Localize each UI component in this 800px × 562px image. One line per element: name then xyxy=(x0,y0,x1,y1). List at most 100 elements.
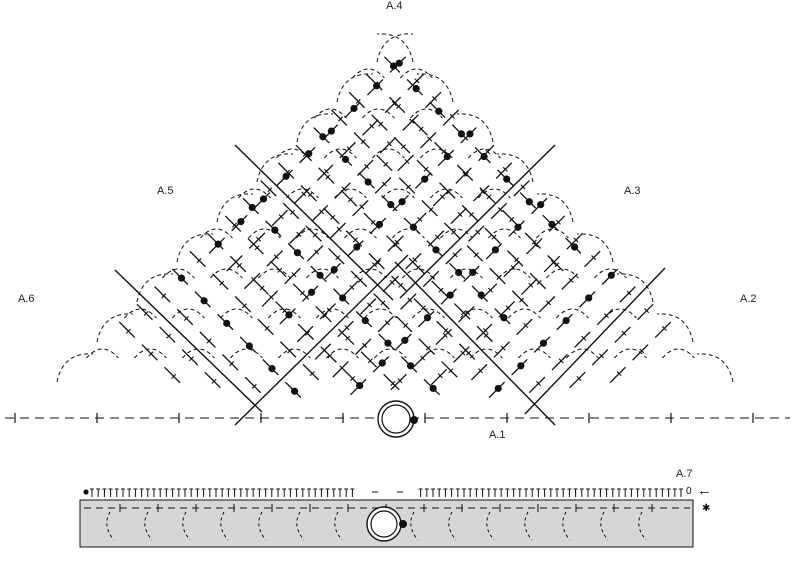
chain-arc xyxy=(410,108,443,119)
treble-stitch-bar xyxy=(545,300,551,306)
bobble-stitch xyxy=(282,172,290,180)
chain-arc xyxy=(546,268,579,279)
treble-stitch-bar xyxy=(427,136,433,142)
treble-stitch xyxy=(332,361,349,378)
treble-stitch xyxy=(489,267,506,285)
treble-stitch-bar xyxy=(148,351,154,357)
treble-stitch xyxy=(289,227,306,244)
bobble-stitch xyxy=(200,297,208,305)
label-a7: A.7 xyxy=(676,468,693,480)
treble-stitch-bar xyxy=(418,126,424,132)
treble-stitch-bar xyxy=(171,373,177,379)
a7-arc xyxy=(638,511,647,541)
bobble-stitch xyxy=(494,384,502,393)
treble-stitch xyxy=(316,164,334,182)
treble-stitch-bar xyxy=(502,166,508,172)
bobble-stitch xyxy=(491,246,499,254)
treble-stitch-bar xyxy=(384,320,390,326)
treble-stitch-bar xyxy=(383,161,389,167)
treble-stitch xyxy=(412,351,430,368)
treble-stitch xyxy=(476,325,494,343)
treble-stitch xyxy=(421,199,438,217)
treble-stitch xyxy=(271,209,288,227)
treble-stitch xyxy=(319,303,337,320)
treble-stitch xyxy=(614,326,631,343)
treble-stitch xyxy=(294,187,311,204)
treble-stitch xyxy=(222,354,239,371)
treble-stitch-bar xyxy=(268,294,274,300)
treble-stitch-bar xyxy=(321,347,327,353)
treble-stitch-bar xyxy=(352,237,358,243)
treble-stitch xyxy=(619,286,636,303)
treble-stitch-bar xyxy=(510,265,516,271)
treble-stitch xyxy=(342,368,360,386)
treble-stitch-bar xyxy=(598,353,604,359)
treble-stitch-bar xyxy=(367,358,373,364)
bobble-stitch xyxy=(432,246,440,254)
treble-stitch xyxy=(204,371,221,389)
magic-ring xyxy=(377,400,418,438)
treble-stitch-bar xyxy=(403,322,409,329)
treble-stitch xyxy=(257,318,274,336)
treble-stitch-bar xyxy=(443,327,449,333)
treble-stitch xyxy=(199,331,216,348)
bobble-stitch xyxy=(525,198,533,206)
treble-stitch-bar xyxy=(442,332,448,338)
treble-stitch xyxy=(371,114,388,131)
treble-stitch-bar xyxy=(287,348,293,354)
treble-stitch-bar xyxy=(344,325,350,331)
bobble-stitch xyxy=(406,362,415,370)
treble-stitch-bar xyxy=(441,149,447,155)
treble-stitch-bar xyxy=(621,330,627,336)
treble-stitch xyxy=(458,305,475,323)
treble-stitch xyxy=(424,91,442,109)
treble-stitch xyxy=(432,190,450,207)
row-marker-zero: 0 xyxy=(686,486,692,497)
treble-stitch xyxy=(400,293,417,310)
a7-arc xyxy=(562,511,571,541)
treble-stitch xyxy=(506,250,524,267)
treble-stitch-bar xyxy=(420,305,426,311)
treble-stitch-bar xyxy=(369,123,375,129)
chain-arc xyxy=(536,228,569,239)
treble-stitch-bar xyxy=(346,146,352,152)
treble-stitch xyxy=(538,296,556,313)
treble-stitch-bar xyxy=(449,113,455,119)
treble-stitch xyxy=(591,349,609,366)
treble-stitch-bar xyxy=(446,189,452,195)
treble-stitch-bar xyxy=(462,171,468,177)
treble-stitch-bar xyxy=(438,287,444,293)
treble-stitch-bar xyxy=(432,96,438,102)
treble-stitch-bar xyxy=(336,226,342,232)
treble-stitch xyxy=(295,144,313,162)
treble-stitch-bar xyxy=(256,236,262,242)
treble-stitch-bar xyxy=(229,361,235,367)
label-a5: A.5 xyxy=(157,185,174,197)
chain-arc xyxy=(402,268,435,279)
section-divider xyxy=(114,269,263,413)
treble-stitch-bar xyxy=(357,277,363,283)
treble-stitch xyxy=(234,296,252,313)
chain-arc xyxy=(56,353,94,383)
treble-stitch-bar xyxy=(414,78,420,84)
bobble-stitch xyxy=(271,226,279,234)
bobble-stitch xyxy=(384,339,392,347)
treble-stitch-bar xyxy=(460,350,466,356)
treble-stitch xyxy=(224,215,242,232)
treble-stitch xyxy=(244,376,262,394)
a7-arc xyxy=(524,511,533,541)
asterisk-icon: ✱ xyxy=(702,503,711,514)
bobble-stitch xyxy=(387,201,395,209)
chain-arc xyxy=(468,148,501,159)
treble-stitch xyxy=(453,346,470,363)
treble-stitch xyxy=(493,341,510,358)
treble-stitch xyxy=(458,343,476,360)
treble-stitch-bar xyxy=(370,219,376,225)
chain-arc xyxy=(210,268,243,279)
chain-arc xyxy=(162,268,195,279)
treble-stitch xyxy=(436,320,453,338)
treble-stitch-bar xyxy=(254,245,260,251)
treble-stitch-bar xyxy=(463,171,469,177)
treble-stitch-bar xyxy=(473,252,479,258)
treble-stitch xyxy=(390,373,407,391)
